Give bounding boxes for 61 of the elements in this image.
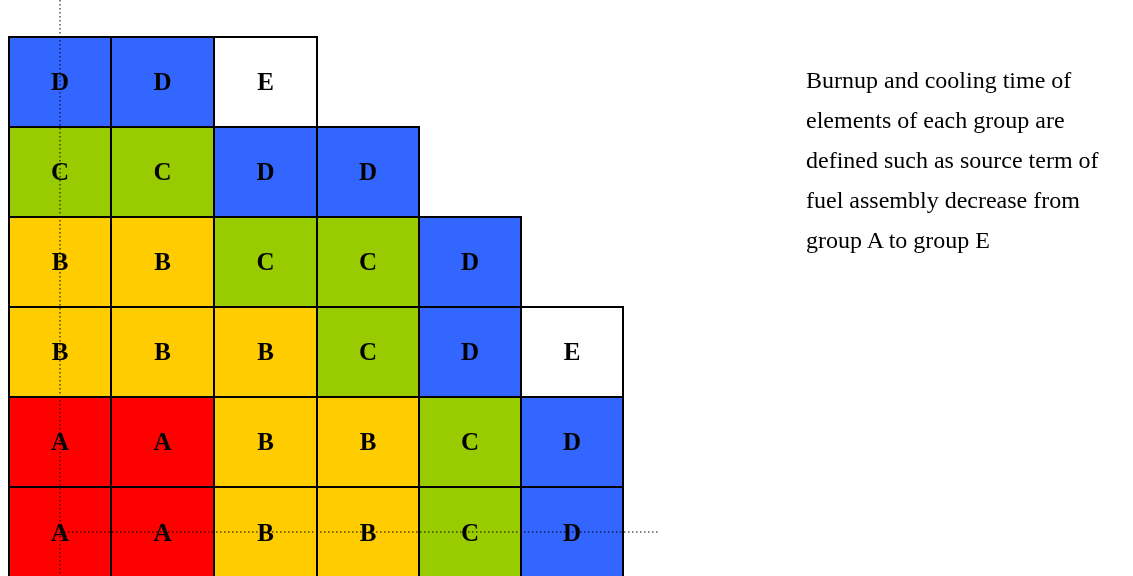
group-letter: C [256, 248, 275, 276]
grid-cell [213, 216, 318, 308]
grid-cell [8, 36, 112, 128]
grid-cell [213, 36, 318, 128]
group-letter: B [257, 518, 274, 547]
grid-cell [316, 216, 420, 308]
group-letter: D [562, 518, 582, 547]
grid-cell [110, 306, 215, 398]
grid-cell [110, 486, 215, 576]
group-letter: D [562, 428, 582, 456]
group-letter: D [256, 158, 275, 186]
group-letter: B [359, 428, 377, 456]
grid-cell [316, 396, 420, 488]
group-letter: C [153, 158, 172, 186]
group-letter: B [257, 428, 274, 456]
grid-cell [213, 486, 318, 576]
group-letter: B [51, 248, 69, 276]
group-letter: D [460, 338, 480, 366]
grid-cell [316, 486, 420, 576]
note-text: Burnup and cooling time of elements of each group are defined such as source term of fuel assembly decrease from group A to group E [806, 66, 1100, 255]
group-letter: C [50, 158, 70, 186]
group-letter: C [460, 518, 480, 547]
grid-cell [8, 396, 112, 488]
group-letter: C [460, 428, 480, 456]
grid-cell [418, 306, 522, 398]
grid-cell [418, 396, 522, 488]
group-letter: C [358, 248, 378, 276]
grid-cell [213, 396, 318, 488]
group-letter: E [257, 68, 274, 96]
grid-cell [520, 306, 624, 398]
grid-cell [520, 396, 624, 488]
grid-cell [110, 36, 215, 128]
grid-cell [8, 216, 112, 308]
group-letter: A [153, 518, 172, 547]
group-letter: B [51, 338, 69, 366]
group-letter: D [460, 248, 480, 276]
grid-cell [213, 306, 318, 398]
grid-cell [8, 486, 112, 576]
group-letter: B [257, 338, 274, 366]
group-letter: B [154, 338, 171, 366]
grid-cell [418, 486, 522, 576]
grid-cell [418, 216, 522, 308]
group-letter: E [563, 338, 581, 366]
grid-cell [316, 126, 420, 218]
grid-cell [8, 126, 112, 218]
group-letter: C [358, 338, 378, 366]
grid-cell [520, 486, 624, 576]
grid-cell [110, 216, 215, 308]
grid-cell [110, 126, 215, 218]
group-letter: A [153, 428, 172, 456]
group-letter: D [153, 68, 172, 96]
group-letter: D [50, 68, 70, 96]
grid-cell [8, 306, 112, 398]
group-letter: A [50, 428, 70, 456]
group-letter: B [359, 518, 377, 547]
group-letter: D [358, 158, 378, 186]
group-letter: B [154, 248, 171, 276]
grid-cell [213, 126, 318, 218]
grid-cell [110, 396, 215, 488]
grid-cell [316, 306, 420, 398]
group-letter: A [50, 518, 70, 547]
